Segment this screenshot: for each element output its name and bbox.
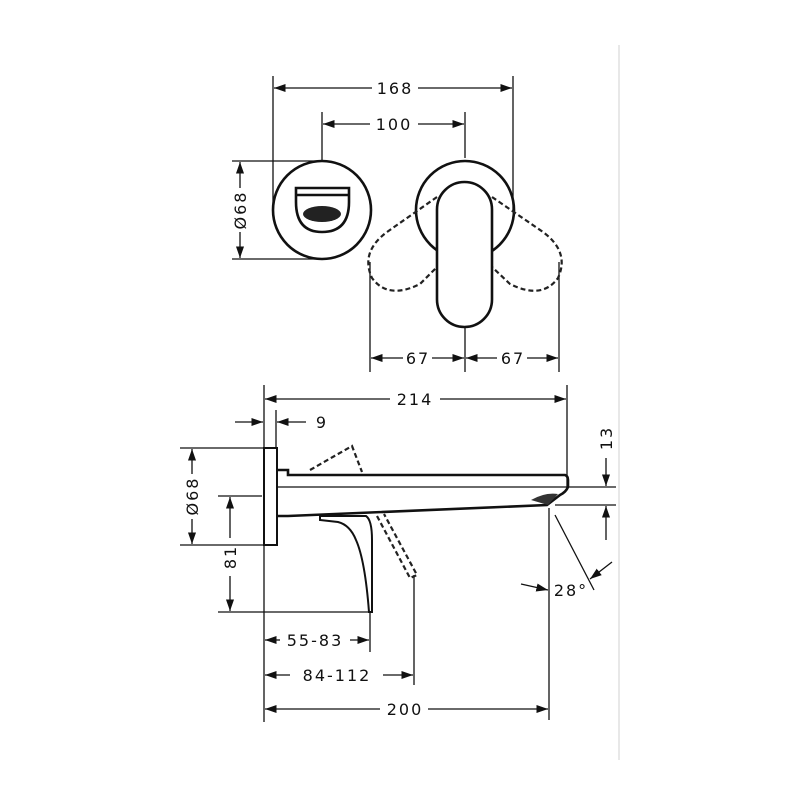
lever-swing-up xyxy=(309,444,364,473)
diverter-knob-icon xyxy=(294,186,351,234)
dimension-label: 67 xyxy=(406,349,430,368)
dimension-label: 100 xyxy=(376,115,413,134)
lever-swing-down xyxy=(376,513,419,580)
side-lever xyxy=(319,515,373,613)
diverter-indicator xyxy=(303,206,341,222)
lever-swing-right xyxy=(491,196,563,292)
dimension-label: 13 xyxy=(597,426,616,450)
dimension-55-83: 55-83 xyxy=(265,631,369,650)
front-view: 168 100 Ø68 67 xyxy=(231,76,563,372)
dimension-label: 84-112 xyxy=(303,666,372,685)
dimension-label: Ø68 xyxy=(231,191,250,230)
dimension-label: 28° xyxy=(554,581,588,600)
spout xyxy=(277,468,570,518)
dimension-100: 100 xyxy=(323,115,464,134)
dimension-67-left: 67 xyxy=(371,349,464,368)
dimension-200: 200 xyxy=(265,700,548,719)
dimension-diameter-68: Ø68 xyxy=(231,162,250,258)
dimension-label: Ø68 xyxy=(183,477,202,516)
dimension-label: 168 xyxy=(377,79,414,98)
mixer-lever xyxy=(435,180,494,329)
side-view: 214 9 Ø68 81 55-83 xyxy=(180,385,616,722)
dimension-168: 168 xyxy=(274,79,512,98)
wall-plate xyxy=(263,447,278,546)
dimension-214: 214 xyxy=(265,390,566,409)
dimension-diameter-68-side: Ø68 xyxy=(183,449,202,544)
dimension-label: 81 xyxy=(221,545,240,569)
dimension-81: 81 xyxy=(221,497,240,611)
dimension-label: 200 xyxy=(387,700,424,719)
dimension-label: 9 xyxy=(316,413,328,432)
dimension-label: 214 xyxy=(397,390,434,409)
dimension-67-right: 67 xyxy=(466,349,558,368)
dimension-angle-28: 28° xyxy=(520,514,613,600)
dimension-84-112: 84-112 xyxy=(265,666,413,685)
dimension-label: 67 xyxy=(501,349,525,368)
dimension-9: 9 xyxy=(235,413,328,432)
dimension-13: 13 xyxy=(597,426,616,540)
dimension-label: 55-83 xyxy=(287,631,344,650)
diverter-rosette xyxy=(271,159,373,261)
lever-swing-left xyxy=(367,196,438,292)
